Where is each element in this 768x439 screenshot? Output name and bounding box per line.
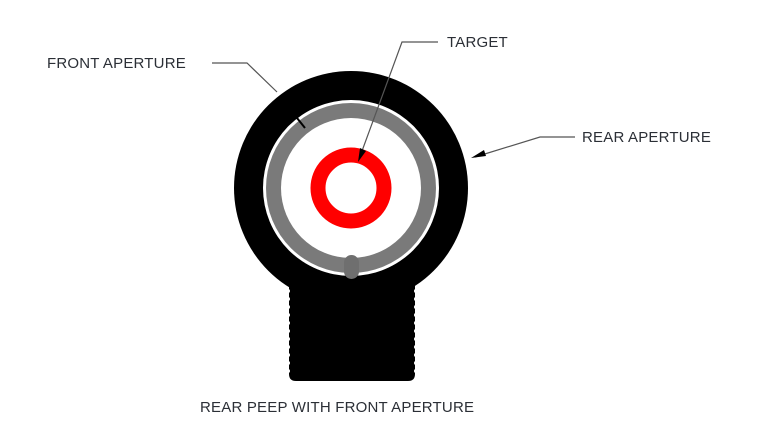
target-leader [361,41,438,152]
diagram-caption: REAR PEEP WITH FRONT APERTURE [200,399,475,416]
rear-aperture-label: REAR APERTURE [582,129,712,146]
front-aperture-nub [344,255,359,279]
leader-lines [212,41,575,158]
target-arrowhead [358,148,366,162]
threaded-base [286,282,418,381]
front-aperture-leader [212,62,278,93]
rear-aperture-leader [474,136,575,158]
rear-aperture-arrowhead [471,150,486,158]
front-aperture-label: FRONT APERTURE [47,55,186,72]
target-label: TARGET [447,34,508,51]
target-ring [310,147,392,229]
